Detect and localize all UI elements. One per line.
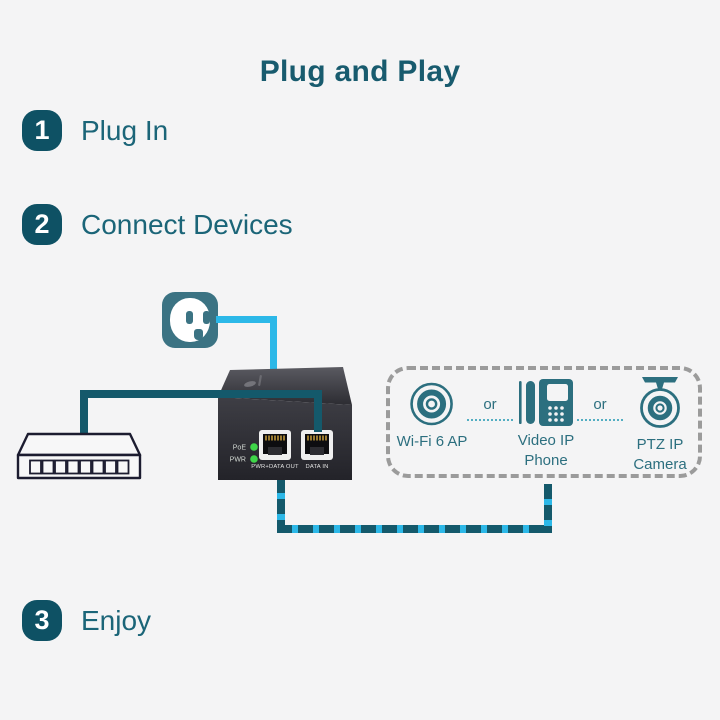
ethernet-cable-to-data-in	[314, 390, 322, 432]
outlet-ground-hole	[194, 329, 203, 340]
or-separator: or	[467, 396, 513, 421]
step-2-label: Connect Devices	[81, 208, 293, 240]
or-separator: or	[577, 396, 623, 421]
step-3-number-badge: 3	[22, 600, 62, 641]
port-label-pwr-data-out: PWR+DATA OUT	[251, 464, 299, 470]
switch-ethernet-cable-horizontal	[80, 390, 322, 398]
step-1-label: Plug In	[81, 114, 169, 146]
poe-led	[250, 443, 258, 451]
step-3-label: Enjoy	[81, 604, 152, 636]
port-pwr-data-out	[259, 430, 291, 460]
outlet-face	[170, 298, 210, 342]
poe-cable-horizontal	[277, 525, 552, 533]
device-label: PTZ IP Camera	[633, 436, 687, 473]
poe-injector-device: PoE PWR PWR+DATA OUT DATA IN	[218, 367, 352, 480]
port-label-data-in: DATA IN	[305, 464, 328, 470]
step-1: 1 Plug In	[22, 110, 168, 151]
ptz-camera-icon	[640, 377, 680, 428]
led-label-poe: PoE	[233, 445, 247, 452]
step-2: 2 Connect Devices	[22, 204, 293, 245]
power-cable-vertical	[270, 316, 277, 373]
wifi-ap-icon	[410, 382, 454, 426]
outlet-slot	[203, 311, 210, 324]
device-item-ptz-camera: PTZ IP Camera	[625, 377, 695, 474]
switch-ethernet-cable-vertical	[80, 392, 88, 438]
video-ip-phone-icon	[519, 379, 573, 426]
phone-keypad-dots	[548, 406, 564, 422]
power-outlet-icon	[162, 292, 218, 348]
device-label: Video IP Phone	[517, 432, 575, 469]
connectable-devices-box: Wi-Fi 6 AP or Video IP Phone or	[386, 366, 702, 478]
brand-logo-mark	[244, 375, 262, 387]
network-switch-icon	[16, 432, 142, 480]
step-1-number-badge: 1	[22, 110, 62, 151]
step-3: 3 Enjoy	[22, 600, 151, 641]
pwr-led	[250, 455, 258, 463]
poe-cable-from-injector	[277, 478, 285, 533]
poe-cable-to-device	[544, 484, 552, 533]
switch-ports	[29, 459, 130, 475]
device-item-wifi-ap: Wi-Fi 6 AP	[396, 381, 468, 452]
power-cable-horizontal	[216, 316, 277, 323]
port-data-in	[301, 430, 333, 460]
step-2-number-badge: 2	[22, 204, 62, 245]
led-label-pwr: PWR	[230, 457, 246, 464]
device-label: Wi-Fi 6 AP	[396, 433, 468, 450]
outlet-slot	[186, 311, 193, 324]
device-item-video-ip-phone: Video IP Phone	[506, 379, 586, 470]
page-title: Plug and Play	[259, 55, 461, 88]
